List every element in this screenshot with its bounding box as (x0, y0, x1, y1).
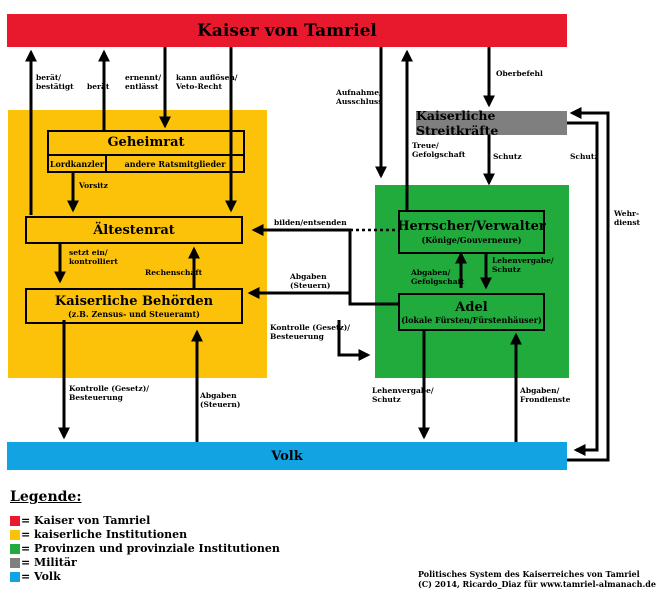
legend-swatch (10, 571, 20, 582)
legend-item: = kaiserliche Institutionen (10, 528, 187, 541)
label-treue-gefolgschaft: Treue/ Gefolgschaft (412, 141, 466, 159)
legend-item: = Provinzen und provinziale Institutione… (10, 542, 280, 555)
geheimrat-box: Geheimrat Lordkanzler andere Ratsmitglie… (47, 130, 245, 173)
adel-box: Adel (lokale Fürsten/Fürstenhäuser) (398, 293, 545, 331)
label-oberbefehl: Oberbefehl (496, 69, 543, 78)
legend-swatch (10, 529, 20, 540)
legend-swatch (10, 543, 20, 554)
lordkanzler-cell: Lordkanzler (49, 156, 107, 171)
label-vorsitz: Vorsitz (79, 181, 108, 190)
label-abgaben-gefolgschaft: Abgaben/ Gefolgschaft (411, 268, 465, 286)
adel-sublabel: (lokale Fürsten/Fürstenhäuser) (401, 314, 542, 325)
streitkraefte-box: Kaiserliche Streitkräfte (416, 108, 567, 138)
provinces-region (375, 185, 569, 378)
volk-bar (7, 442, 567, 470)
label-lehenvergabe-schutz-bottom: Lehenvergabe/ Schutz (372, 386, 434, 404)
legend-item: = Militär (10, 556, 77, 569)
adel-label: Adel (455, 299, 488, 315)
geheimrat-title: Geheimrat (107, 135, 185, 150)
herrscher-sublabel: (Könige/Gouverneure) (421, 235, 522, 245)
aeltestenrat-box: Ältestenrat (25, 216, 243, 244)
label-beraet-bestaetigt: berät/ bestätigt (36, 73, 74, 91)
legend-title: Legende: (10, 489, 82, 505)
streitkraefte-label: Kaiserliche Streitkräfte (416, 108, 499, 138)
label-ernennt-entlaesst: ernennt/ entlässt (125, 73, 162, 91)
label-kontrolle-besteuerung-left: Kontrolle (Gesetz)/ Besteuerung (69, 384, 150, 402)
aeltestenrat-label: Ältestenrat (93, 222, 175, 238)
arrows-layer (25, 47, 610, 462)
label-setzt-ein: setzt ein/ kontrolliert (69, 248, 118, 266)
credit-line1: Politisches System des Kaiserreiches von… (418, 569, 640, 579)
herrscher-box: Herrscher/Verwalter (Könige/Gouverneure) (397, 210, 546, 254)
label-schutz-military: Schutz (493, 152, 522, 161)
label-abgaben-steuern-bottom: Abgaben (Steuern) (200, 391, 241, 409)
arrow-behoerden-provinces (337, 320, 371, 361)
label-beraet: berät (87, 82, 110, 91)
label-abgaben-steuern-top: Abgaben (Steuern) (290, 272, 331, 290)
geheimrat-members: Lordkanzler andere Ratsmitglieder (49, 154, 243, 171)
legend-text: = Provinzen und provinziale Institutione… (21, 542, 280, 555)
label-schutz-right: Schutz (570, 152, 599, 161)
legend-text: = Militär (21, 556, 77, 569)
label-kontrolle-besteuerung-mid: Kontrolle (Gesetz)/ Besteuerung (270, 323, 351, 341)
label-abgaben-frondienste: Abgaben/ Frondienste (520, 386, 571, 404)
label-lehenvergabe-schutz: Lehenvergabe/ Schutz (492, 256, 554, 274)
volk-title: Volk (271, 448, 303, 464)
kaiser-bar (7, 14, 567, 47)
legend-swatch (10, 557, 20, 568)
label-aufnahme-ausschluss: Aufnahme/ Ausschluss (336, 88, 383, 106)
legend-item: = Volk (10, 570, 61, 583)
arrow-adel-behoerden (247, 287, 399, 306)
herrscher-label: Herrscher/Verwalter (397, 219, 546, 234)
legend-swatch (10, 515, 20, 526)
behoerden-box: Kaiserliche Behörden (z.B. Zensus- und S… (25, 288, 243, 324)
credit-line2: (C) 2014, Ricardo_Diaz für www.tamriel-a… (418, 579, 656, 589)
label-bilden-entsenden: bilden/entsenden (274, 218, 347, 227)
label-wehrdienst: Wehr- dienst (614, 209, 641, 227)
legend-item: = Kaiser von Tamriel (10, 514, 150, 527)
behoerden-label: Kaiserliche Behörden (54, 293, 214, 309)
legend-text: = kaiserliche Institutionen (21, 528, 188, 541)
label-rechenschaft: Rechenschaft (145, 268, 203, 277)
legend-text: = Volk (21, 570, 61, 583)
arrow-volk-military (567, 107, 610, 462)
label-aufloesen-veto: kann auflösen/ Veto-Recht (176, 73, 238, 91)
ratsmitglieder-cell: andere Ratsmitglieder (124, 158, 226, 169)
arrow-military-volk (567, 121, 599, 456)
legend-text: = Kaiser von Tamriel (21, 514, 151, 527)
diagram-canvas: Kaiser von Tamriel Kaiserliche Streitkrä… (7, 14, 656, 589)
behoerden-sublabel: (z.B. Zensus- und Steueramt) (68, 308, 200, 319)
kaiser-title: Kaiser von Tamriel (197, 20, 377, 41)
